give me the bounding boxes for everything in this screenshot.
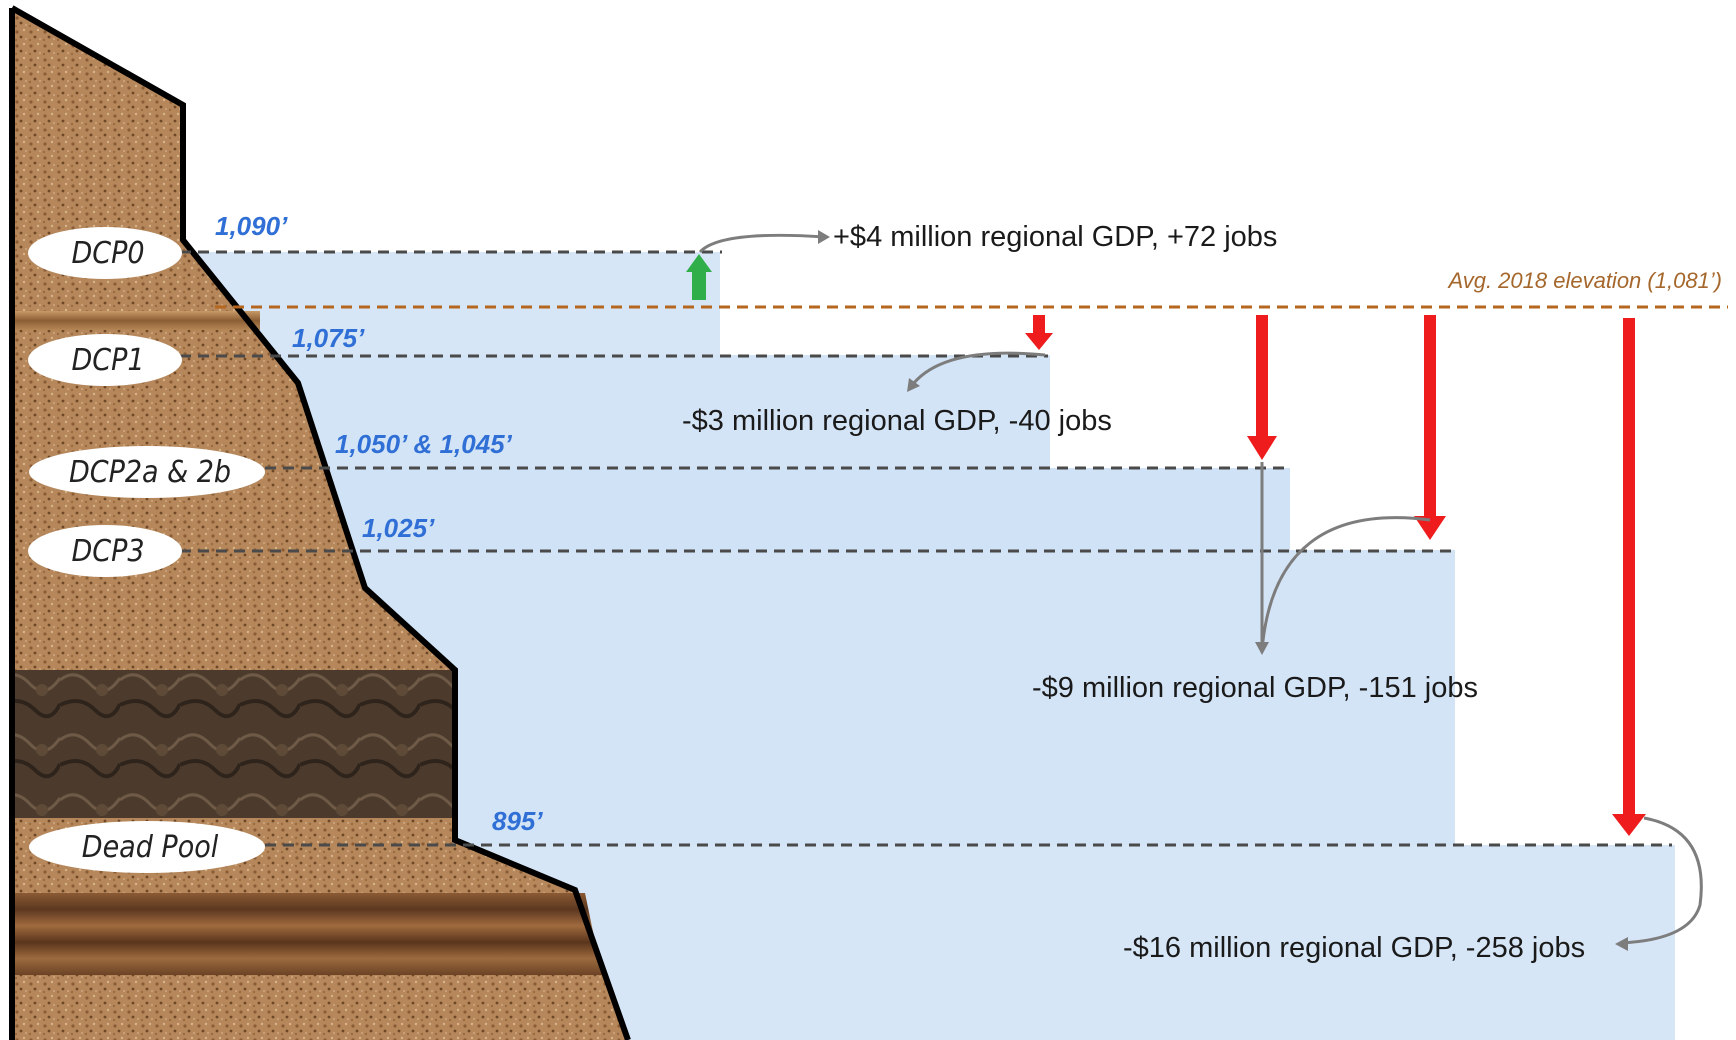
level-pill-dcp0: DCP0 — [28, 227, 182, 279]
sediment-strata — [15, 893, 602, 975]
level-lines — [180, 250, 1672, 847]
impact-text-dcp0: +$4 million regional GDP, +72 jobs — [833, 221, 1277, 253]
pill-label-dcp2: DCP2a & 2b — [69, 455, 231, 490]
pill-label-dcp1: DCP1 — [71, 343, 144, 378]
level-pill-dcp3: DCP3 — [28, 525, 182, 577]
connector-dcp0 — [698, 233, 826, 254]
level-pill-dead-pool: Dead Pool — [29, 821, 265, 873]
water-step-dead-pool — [460, 845, 1675, 1040]
level-pill-dcp2: DCP2a & 2b — [29, 446, 265, 498]
connector-dcp1 — [908, 351, 1046, 389]
decrease-arrow-dead-pool — [1612, 318, 1646, 836]
connector-dead-pool — [1619, 816, 1703, 945]
elevation-label-dead-pool: 895’ — [492, 806, 543, 836]
decrease-arrows — [1025, 315, 1646, 836]
elevation-label-dcp0: 1,090’ — [215, 211, 288, 241]
connector-arrows — [698, 233, 1703, 945]
elevation-label-dcp1: 1,075’ — [292, 323, 365, 353]
pill-label-dead-pool: Dead Pool — [82, 830, 219, 865]
decrease-arrow-dcp3 — [1414, 315, 1446, 540]
pill-label-dcp3: DCP3 — [71, 534, 144, 569]
impact-text-dead-pool: -$16 million regional GDP, -258 jobs — [1123, 932, 1585, 964]
decrease-arrow-dcp2 — [1247, 315, 1277, 460]
elevation-label-dcp2: 1,050’ & 1,045’ — [335, 429, 513, 459]
canyon-outline — [10, 5, 631, 1040]
pill-label-dcp0: DCP0 — [71, 236, 144, 271]
connector-arrowheads — [818, 230, 1628, 951]
sediment-plank — [15, 311, 260, 330]
dark-rock-layer — [15, 670, 455, 818]
connector-dcp3 — [1260, 516, 1431, 651]
impact-text-dcp1: -$3 million regional GDP, -40 jobs — [682, 405, 1112, 437]
decrease-arrow-dcp1 — [1025, 315, 1053, 350]
impact-text-dcp3: -$9 million regional GDP, -151 jobs — [1032, 672, 1478, 704]
avg-2018-elevation-label: Avg. 2018 elevation (1,081’) — [1446, 268, 1722, 293]
elevation-label-dcp3: 1,025’ — [362, 513, 435, 543]
increase-arrow — [686, 254, 712, 300]
level-pill-dcp1: DCP1 — [28, 334, 182, 386]
